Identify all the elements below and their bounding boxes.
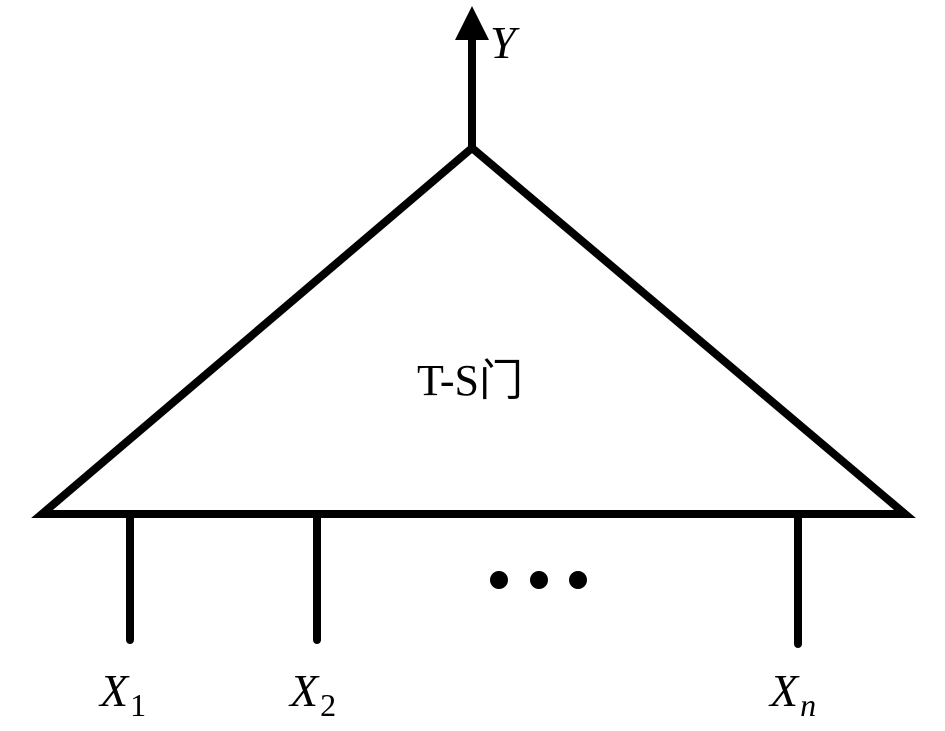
ellipsis-dot — [569, 571, 587, 589]
gate-label: T-S门 — [417, 356, 523, 405]
output-arrowhead — [455, 6, 489, 40]
ts-gate-triangle — [31, 142, 916, 518]
ellipsis-dots — [490, 571, 587, 589]
input-label-n: Xn — [768, 665, 816, 723]
output-label: Y — [490, 17, 520, 68]
input-label-2: X2 — [288, 665, 336, 723]
input-label-1: X1 — [98, 665, 146, 723]
ellipsis-dot — [530, 571, 548, 589]
ellipsis-dot — [490, 571, 508, 589]
